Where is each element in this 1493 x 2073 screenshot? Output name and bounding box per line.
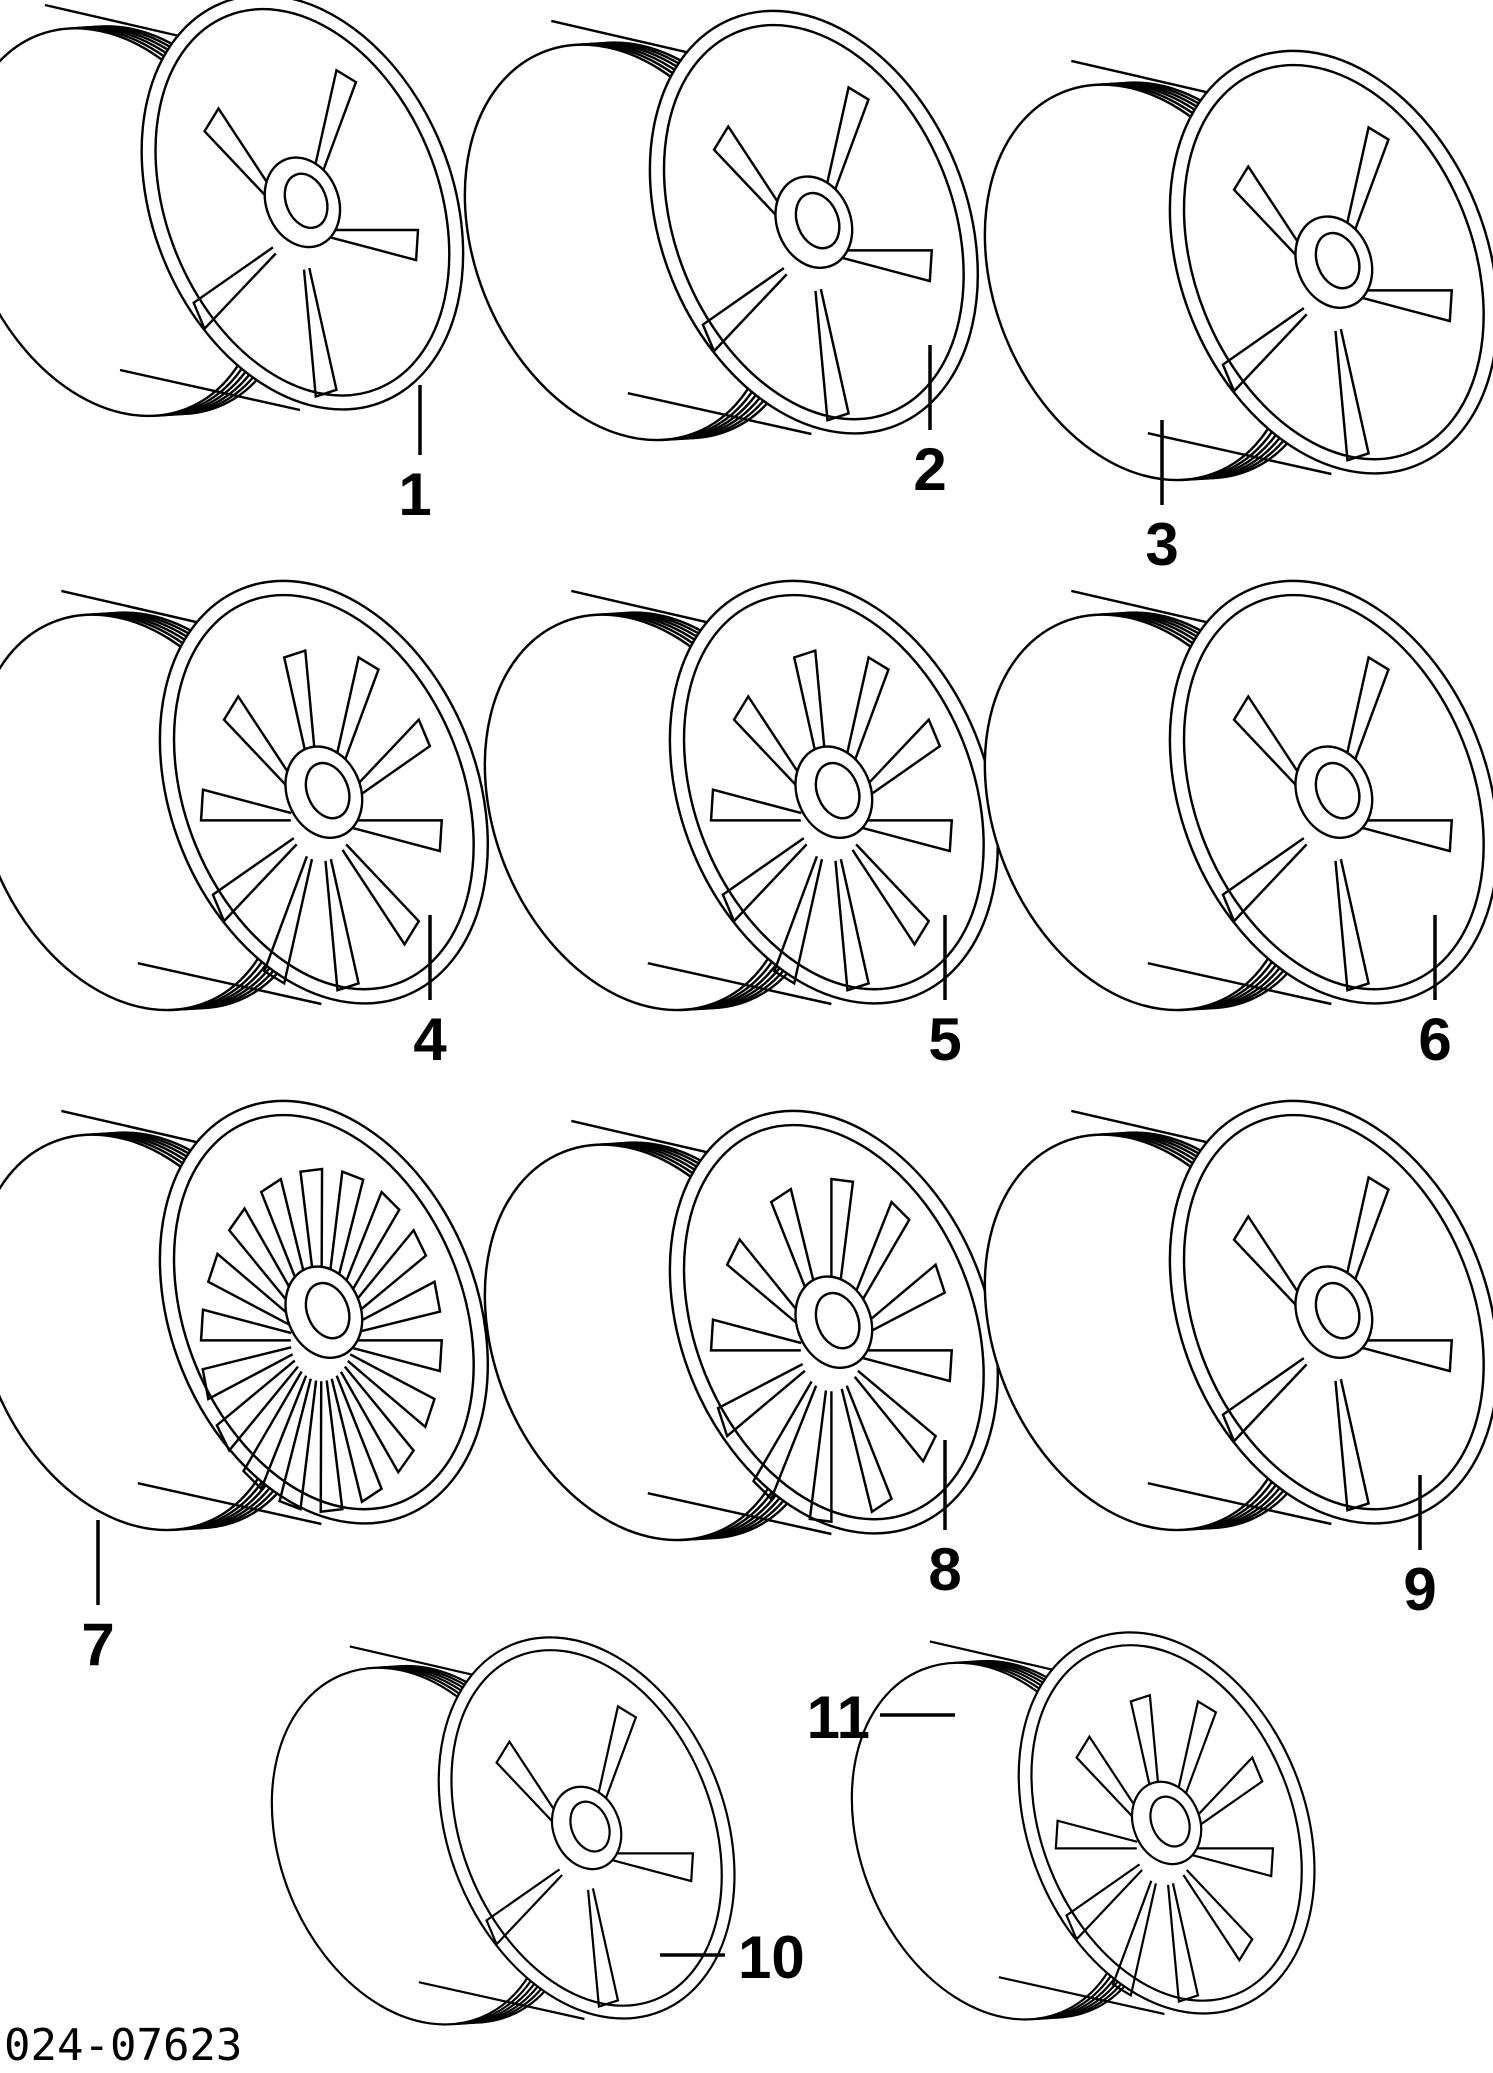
callout-label: 11 (807, 1684, 870, 1751)
callout-label: 2 (913, 436, 946, 503)
alloy-wheel-icon (0, 0, 465, 418)
callout-label: 7 (81, 1611, 114, 1678)
callout-label: 6 (1418, 1006, 1451, 1073)
alloy-wheel-icon (483, 579, 999, 1012)
callout-label: 8 (928, 1536, 961, 1603)
alloy-wheel-icon (0, 579, 489, 1012)
callout-label: 5 (928, 1006, 961, 1073)
callout-label: 10 (738, 1924, 805, 1991)
callout-label: 9 (1403, 1556, 1436, 1623)
alloy-wheel-icon (983, 49, 1493, 482)
diagram-id: 024-07623 (4, 2020, 242, 2071)
alloy-wheel-icon (850, 1631, 1316, 2021)
callout-label: 4 (413, 1006, 447, 1073)
alloy-wheel-icon (483, 1109, 999, 1542)
alloy-wheel-icon (983, 579, 1493, 1012)
alloy-wheel-icon (463, 9, 979, 442)
alloy-wheel-icon (0, 1099, 489, 1532)
alloy-wheel-icon (983, 1099, 1493, 1532)
alloy-wheel-icon (270, 1636, 736, 2026)
callout-label: 3 (1145, 511, 1178, 578)
callout-label: 1 (398, 461, 431, 528)
